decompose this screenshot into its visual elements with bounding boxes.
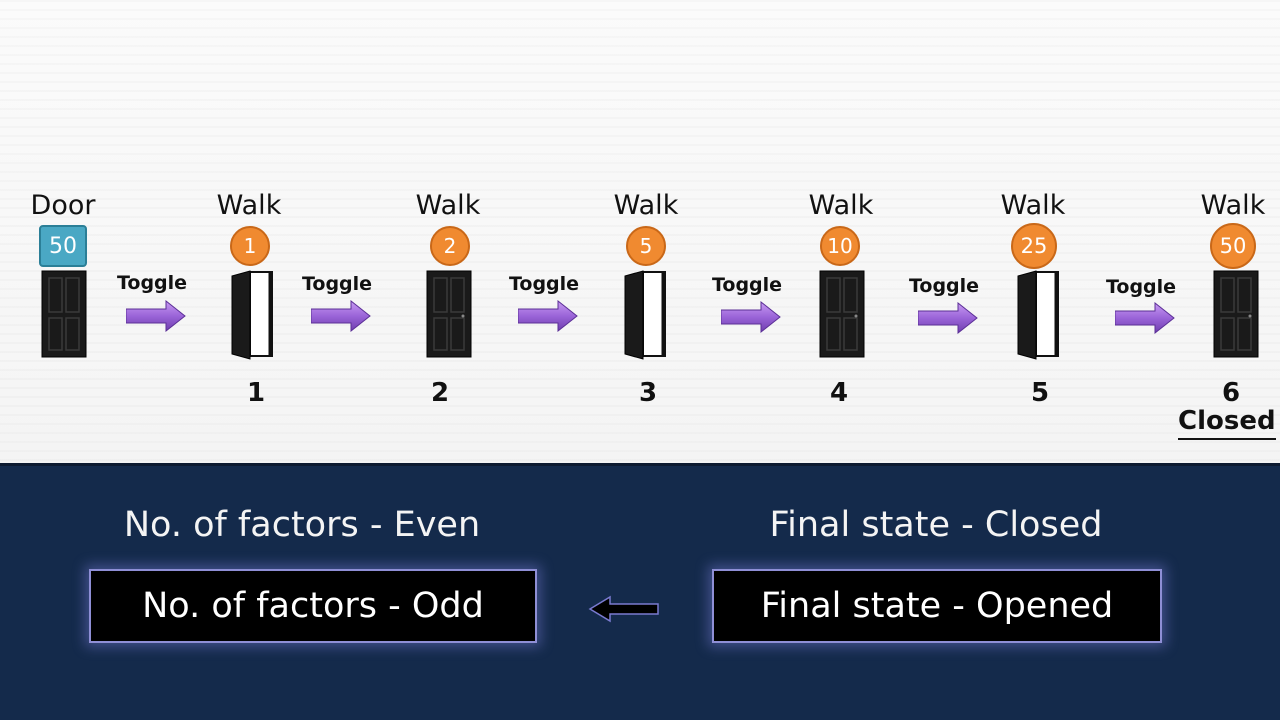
step-number-3: 3 [638,378,658,408]
closed-door-icon [426,270,472,358]
open-door-icon [1017,270,1059,360]
odd-factors-box: No. of factors - Odd [89,569,537,643]
walk-heading-5: Walk [1000,190,1066,221]
walk-heading-6: Walk [1200,190,1266,221]
toggle-label-5: Toggle [908,275,980,297]
walk-badge-2: 2 [430,226,470,266]
step-number-4: 4 [829,378,849,408]
closed-state-text: Final state - Closed [769,505,1103,545]
right-arrow-icon [1115,302,1175,334]
right-arrow-icon [126,300,186,332]
step-number-2: 2 [430,378,450,408]
right-arrow-icon [518,300,578,332]
toggle-label-1: Toggle [116,272,188,294]
left-arrow-icon [588,595,659,623]
toggle-label-2: Toggle [301,273,373,295]
even-factors-text: No. of factors - Even [123,505,481,545]
door-heading: Door [30,190,96,221]
right-arrow-icon [721,301,781,333]
door-number-badge: 50 [39,225,87,267]
opened-state-box: Final state - Opened [712,569,1162,643]
open-door-icon [231,270,273,360]
step-number-6: 6 [1221,378,1241,408]
walk-badge-6: 50 [1210,223,1256,269]
closed-door-icon [819,270,865,358]
step-number-5: 5 [1030,378,1050,408]
toggle-label-3: Toggle [508,273,580,295]
open-door-icon [624,270,666,360]
odd-factors-text: No. of factors - Odd [142,586,484,626]
toggle-label-6: Toggle [1105,276,1177,298]
final-state-label: Closed [1178,404,1276,440]
toggle-label-4: Toggle [711,274,783,296]
right-arrow-icon [311,300,371,332]
walk-heading-3: Walk [613,190,679,221]
diagram-area: Door 50 Walk Walk Walk Walk Walk Walk 1 … [0,0,1280,463]
closed-door-icon [41,270,87,358]
walk-heading-1: Walk [216,190,282,221]
walk-badge-5: 25 [1011,223,1057,269]
walk-heading-2: Walk [415,190,481,221]
step-number-1: 1 [246,378,266,408]
right-arrow-icon [918,302,978,334]
opened-state-text: Final state - Opened [760,586,1114,626]
closed-door-icon [1213,270,1259,358]
walk-badge-4: 10 [820,226,860,266]
walk-badge-3: 5 [626,226,666,266]
walk-badge-1: 1 [230,226,270,266]
walk-heading-4: Walk [808,190,874,221]
